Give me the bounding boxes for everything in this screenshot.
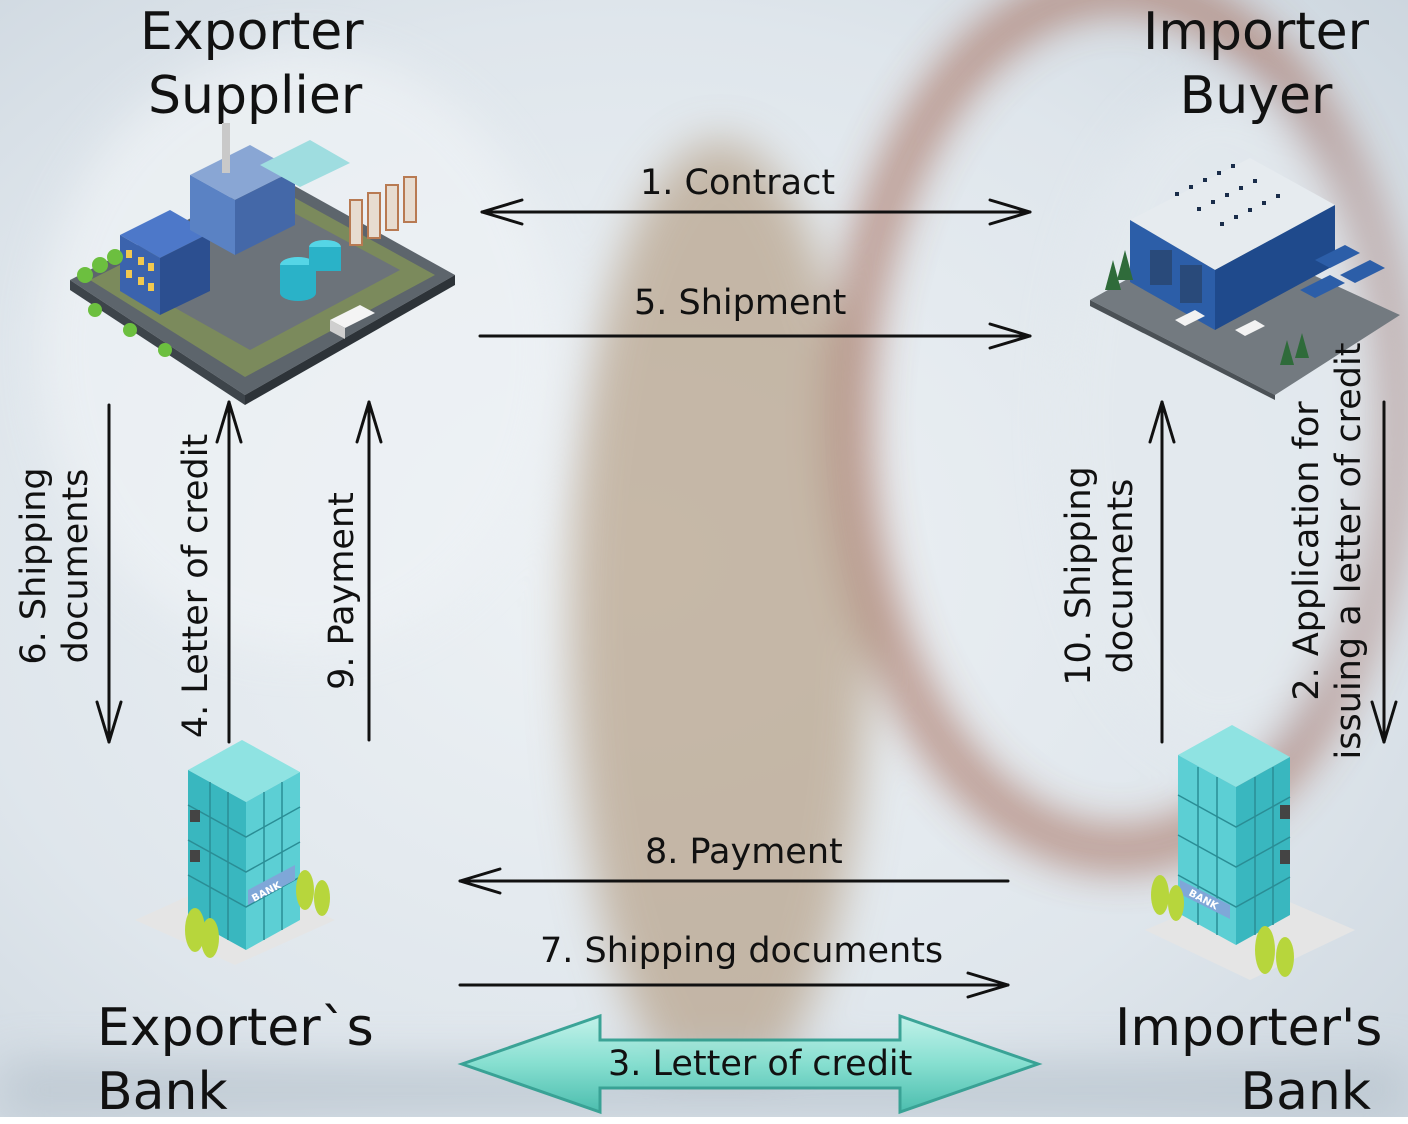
importer-bank-label: Importer's Bank: [1115, 996, 1383, 1124]
contract-arrow: [480, 198, 1032, 226]
shipping-documents-banks-label: 7. Shipping documents: [540, 931, 944, 971]
application-label: 2. Application for issuing a letter of c…: [1286, 343, 1370, 760]
letter-of-credit-banks-arrow: [457, 1013, 1043, 1115]
importer-buyer-label: Importer Buyer: [1143, 0, 1369, 128]
importer-bank-label-line1: Importer's: [1115, 998, 1383, 1058]
exporter-label-line2: Supplier: [148, 66, 363, 126]
payment-banks-arrow: [458, 867, 1010, 895]
shipping-documents-importer-line2: documents: [1101, 478, 1141, 674]
shipping-documents-exporter-arrow: [95, 403, 123, 744]
payment-exporter-label: 9. Payment: [322, 492, 362, 690]
payment-banks-label: 8. Payment: [645, 832, 843, 872]
application-line2: issuing a letter of credit: [1329, 342, 1369, 760]
shipping-documents-exporter-line1: 6. Shipping: [14, 467, 54, 665]
exporter-bank-label-line1: Exporter`s: [97, 998, 374, 1058]
shipping-documents-importer-arrow: [1148, 400, 1176, 744]
shipment-label: 5. Shipment: [634, 283, 847, 323]
contract-label: 1. Contract: [640, 163, 836, 203]
importer-label-line1: Importer: [1143, 2, 1369, 62]
letter-of-credit-exporter-arrow: [215, 400, 243, 744]
importer-bank-label-line2: Bank: [1240, 1062, 1371, 1122]
letter-of-credit-exporter-label: 4. Letter of credit: [176, 433, 216, 739]
exporter-label-line1: Exporter: [140, 2, 364, 62]
importer-label-line2: Buyer: [1179, 66, 1333, 126]
shipping-documents-exporter-label: 6. Shipping documents: [13, 467, 97, 664]
application-arrow: [1370, 400, 1398, 744]
shipping-documents-importer-label: 10. Shipping documents: [1058, 466, 1142, 685]
exporter-supplier-label: Exporter Supplier: [140, 0, 364, 128]
exporter-bank-label-line2: Bank: [97, 1062, 228, 1122]
warehouse-icon: [1090, 158, 1400, 400]
importer-bank-building-icon: BANK: [1145, 725, 1355, 980]
shipping-documents-banks-arrow: [458, 971, 1010, 999]
exporter-bank-building-icon: BANK: [135, 740, 335, 965]
factory-icon: [70, 123, 455, 405]
application-line1: 2. Application for: [1287, 401, 1327, 701]
shipment-arrow: [478, 322, 1032, 350]
letter-of-credit-banks-label: 3. Letter of credit: [608, 1044, 913, 1084]
exporter-bank-label: Exporter`s Bank: [97, 996, 374, 1124]
shipping-documents-importer-line1: 10. Shipping: [1059, 466, 1099, 686]
shipping-documents-exporter-line2: documents: [56, 468, 96, 664]
payment-exporter-arrow: [355, 400, 383, 742]
